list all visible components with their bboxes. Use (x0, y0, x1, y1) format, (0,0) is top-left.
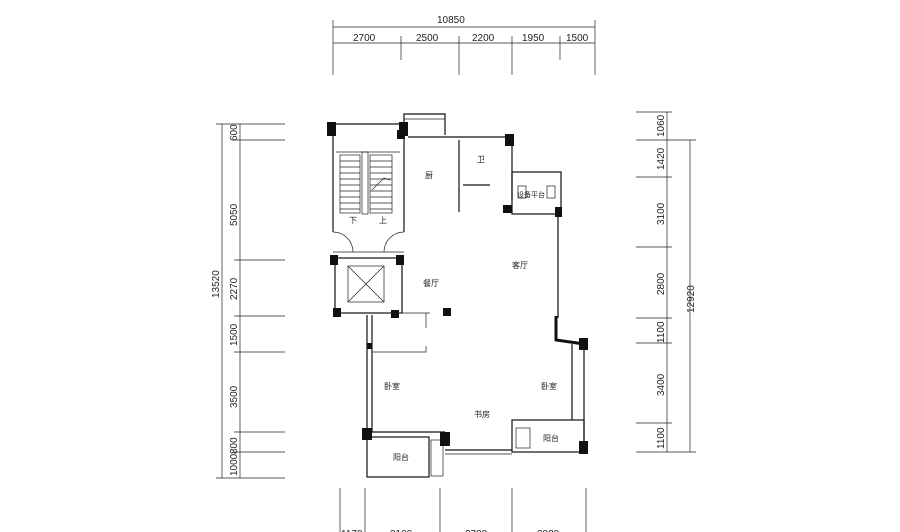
top-dimension-chain: 10850 2700 2500 2200 1950 1500 (332, 15, 596, 75)
apartment-walls (366, 113, 585, 478)
room-label-bedroom-left: 卧室 (384, 381, 400, 391)
column (399, 122, 408, 136)
right-dimension-chain: 1060 1420 3100 2800 1100 3400 1100 12920 (636, 111, 697, 453)
top-dimension-5: 1500 (566, 33, 589, 44)
stair-door-swing-left (332, 231, 354, 253)
right-dimension-5: 1100 (656, 321, 667, 343)
stair-door-swing-right (383, 231, 405, 253)
room-label-bedroom-right: 卧室 (541, 381, 557, 391)
column (397, 130, 405, 139)
column (362, 428, 372, 440)
right-dimension-1: 1060 (656, 114, 667, 137)
bottom-dimension-2: 3100 (390, 529, 413, 532)
column (579, 441, 588, 454)
top-dimension-3: 2200 (472, 33, 495, 44)
right-total-dimension: 12920 (686, 285, 697, 313)
room-labels: 厨 卫 设备平台 客厅 餐厅 卧室 卧室 书房 阳台 阳台 (384, 155, 559, 462)
elevator-shaft (330, 255, 404, 318)
right-dimension-7: 1100 (656, 427, 667, 449)
room-label-living-room: 客厅 (512, 260, 528, 270)
stair-direction-arrow (371, 177, 391, 191)
left-dimension-chain: 13520 600 5050 2270 1500 3500 800 1000 (211, 123, 285, 479)
column (333, 308, 341, 317)
right-dimension-3: 3100 (656, 202, 667, 225)
bottom-dimension-3: 2700 (465, 529, 488, 532)
room-label-dining-room: 餐厅 (423, 279, 439, 288)
left-dimension-5: 3500 (229, 385, 240, 408)
room-label-balcony-left: 阳台 (393, 452, 409, 462)
room-label-study: 书房 (474, 409, 490, 419)
column (503, 205, 512, 213)
column (367, 343, 372, 349)
top-dimension-4: 1950 (522, 33, 545, 44)
stair-label-up: 上 (379, 216, 387, 225)
left-dimension-1: 600 (229, 124, 240, 141)
right-dimension-6: 3400 (656, 373, 667, 396)
bottom-dimension-chain: 1170 3100 2700 2880 (339, 488, 587, 532)
column (440, 432, 450, 446)
stair-flight-right (369, 154, 393, 214)
left-dimension-3: 2270 (229, 277, 240, 300)
left-total-dimension: 13520 (211, 270, 222, 298)
bottom-dimension-4: 2880 (537, 529, 560, 532)
room-label-kitchen: 厨 (425, 171, 433, 180)
column (505, 134, 514, 146)
right-dimension-2: 1420 (656, 147, 667, 170)
room-label-equipment-platform: 设备平台 (517, 190, 545, 199)
left-dimension-4: 1500 (229, 323, 240, 346)
column (330, 255, 338, 265)
column (391, 310, 399, 318)
left-dimension-6: 800 (229, 437, 240, 454)
stair-label-down: 下 (349, 216, 357, 225)
structural-columns (362, 130, 588, 454)
stair-flight-left (339, 154, 361, 214)
stair-handrail (361, 151, 369, 215)
top-dimension-2: 2500 (416, 33, 439, 44)
column (327, 122, 336, 136)
top-dimension-1: 2700 (353, 33, 376, 44)
column (396, 255, 404, 265)
right-dimension-4: 2800 (656, 272, 667, 295)
column (579, 338, 588, 350)
stairwell: 下 上 (327, 122, 408, 253)
column (555, 207, 562, 217)
top-total-dimension: 10850 (437, 15, 465, 26)
left-dimension-7: 1000 (229, 453, 240, 476)
left-dimension-2: 5050 (229, 203, 240, 226)
room-label-balcony-right: 阳台 (543, 433, 559, 443)
bottom-dimension-1: 1170 (341, 529, 363, 532)
room-label-bathroom: 卫 (477, 155, 485, 164)
column (443, 308, 451, 316)
